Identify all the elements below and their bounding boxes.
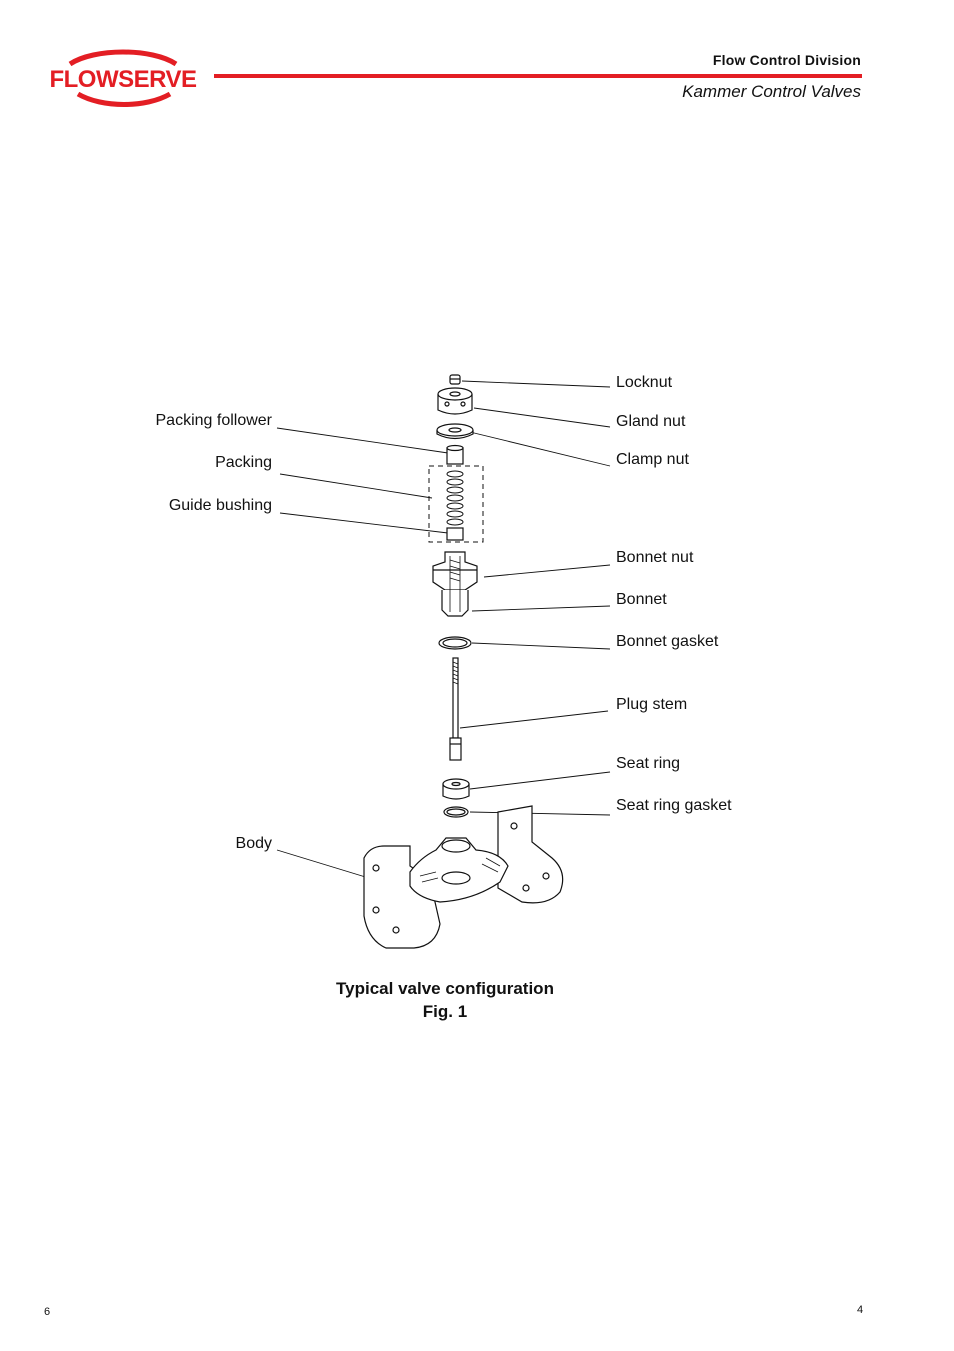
label-bonnet: Bonnet xyxy=(616,591,667,608)
locknut-part xyxy=(449,374,461,385)
valve-body-part xyxy=(363,805,564,949)
page-number-left: 6 xyxy=(44,1306,51,1318)
label-bonnet-nut: Bonnet nut xyxy=(616,549,694,566)
label-guide-bushing: Guide bushing xyxy=(168,497,272,514)
header-rule xyxy=(214,74,862,78)
label-body: Body xyxy=(235,835,272,852)
bonnet-assembly-part xyxy=(432,551,478,617)
packing-rings xyxy=(446,470,464,526)
seat-ring-gasket-part xyxy=(443,806,469,818)
label-bonnet-gasket: Bonnet gasket xyxy=(616,633,719,650)
label-locknut: Locknut xyxy=(616,374,673,391)
packing-follower-part xyxy=(446,444,464,465)
figure-caption-number: Fig. 1 xyxy=(422,1002,468,1021)
guide-bushing-part xyxy=(446,527,464,541)
gland-nut-part xyxy=(437,387,473,415)
series-title: Kammer Control Valves xyxy=(682,82,861,101)
leader-lines-left xyxy=(276,427,449,880)
clamp-nut-part xyxy=(436,423,474,440)
logo-text: FLOWSERVE xyxy=(49,66,197,93)
figure-caption-title: Typical valve configuration xyxy=(336,979,554,998)
label-packing: Packing xyxy=(215,454,272,471)
division-title: Flow Control Division xyxy=(712,52,861,68)
label-packing-follower: Packing follower xyxy=(155,412,273,429)
plug-stem-part xyxy=(449,657,462,761)
leader-lines-right xyxy=(459,380,611,816)
page-number-right: 4 xyxy=(857,1304,864,1316)
label-seat-ring-gasket: Seat ring gasket xyxy=(616,797,732,814)
bonnet-gasket-part xyxy=(438,636,472,650)
label-clamp-nut: Clamp nut xyxy=(616,451,689,468)
seat-ring-part xyxy=(442,778,470,800)
label-plug-stem: Plug stem xyxy=(616,696,688,713)
flowserve-logo: FLOWSERVE xyxy=(42,46,204,110)
label-seat-ring: Seat ring xyxy=(616,755,681,772)
label-gland-nut: Gland nut xyxy=(616,413,686,430)
